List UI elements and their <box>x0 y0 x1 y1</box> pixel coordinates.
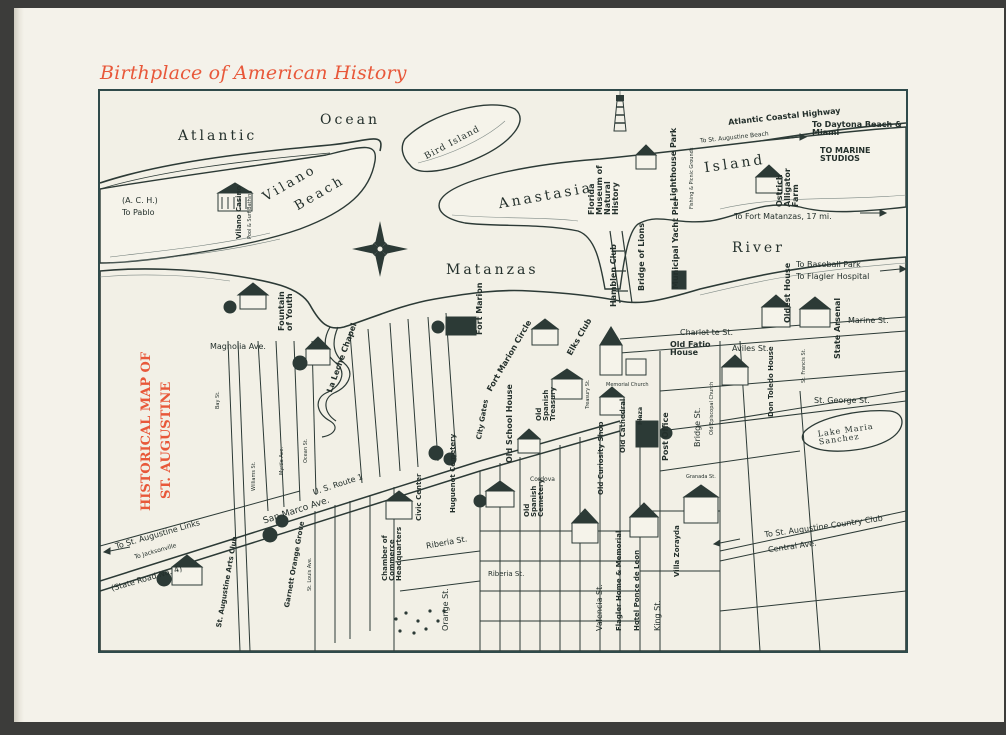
compass-rose-icon <box>352 221 408 277</box>
street-grid <box>100 312 906 651</box>
label-old-curiosity-shop: Old Curiosity Shop <box>597 421 605 495</box>
label-st-george-st: St. George St. <box>814 396 870 405</box>
label-old-episcopal-church: Old Episcopal Church <box>709 381 715 435</box>
label-don-toledo-house: Don Toledo House <box>767 346 775 417</box>
label-old-spanish-cemetery: Old Spanish Cemetery <box>523 478 545 517</box>
page-fold-shadow <box>14 8 24 722</box>
bridge-of-lions <box>609 230 633 304</box>
map-title-line2: ST. AUGUSTINE <box>159 381 174 499</box>
label-villa-zorayda: Villa Zorayda <box>673 525 681 577</box>
grove-dots <box>394 609 446 635</box>
page-heading: Birthplace of American History <box>100 62 407 84</box>
label-river: River <box>732 240 785 256</box>
label-florida-museum: Florida Museum of Natural History <box>587 165 620 215</box>
label-atlantic: Atlantic <box>178 128 258 144</box>
lighthouse-icon <box>613 91 627 132</box>
label-williams-st: Williams St. <box>251 461 257 491</box>
label-charlotte-st: Charlot te St. <box>680 328 734 337</box>
label-to-baseball-park: To Baseball Park <box>796 260 861 269</box>
label-valencia-st: Valencia St. <box>595 584 604 631</box>
label-oldest-house: Oldest House <box>783 262 792 323</box>
label-huguenot-cemetery: Huguenot Cemetery <box>449 433 457 513</box>
label-treasury-st: Treasury St. <box>585 379 591 409</box>
label-orange-st: Orange St. <box>441 588 450 631</box>
label-st-francis-st: St. Francis St. <box>801 348 807 383</box>
label-to-marine-studios: TO MARINE STUDIOS <box>820 146 871 163</box>
label-granada-st: Granada St. <box>686 474 716 480</box>
map-drawing <box>100 91 906 651</box>
label-hamblen-club: Hamblen Club <box>609 244 618 307</box>
label-ocean: Ocean <box>320 112 380 128</box>
label-flagler-memorial: Flagler Home & Memorial <box>615 530 623 631</box>
direction-arrows <box>102 133 906 555</box>
label-bay-st: Bay St. <box>215 391 221 409</box>
lake-maria-sanchez <box>801 410 903 452</box>
label-old-school-house: Old School House <box>505 384 514 463</box>
label-plaza: Plaza <box>637 406 644 425</box>
label-aviles-st: Aviles St. <box>732 344 769 353</box>
label-bridge-of-lions: Bridge of Lions <box>637 222 646 291</box>
label-ponce-park: Fishing & Picnic Grounds <box>689 147 695 209</box>
label-ocean-st: Ocean St. <box>303 438 309 463</box>
label-memorial-church: Memorial Church <box>606 382 649 388</box>
label-state-arsenal: State Arsenal <box>833 297 842 359</box>
historical-map: HISTORICAL MAP OF ST. AUGUSTINE Atlantic… <box>98 89 908 653</box>
label-old-fatio-house: Old Fatio House <box>670 340 711 357</box>
label-old-cathedral: Old Cathedral <box>619 398 627 453</box>
label-to-flagler-hospital: To Flagler Hospital <box>796 272 870 281</box>
label-matanzas: Matanzas <box>446 262 539 278</box>
label-post-office: Post Office <box>661 412 670 461</box>
label-chamber-of-commerce: Chamber of Commerce Headquarters <box>381 526 403 581</box>
label-old-spanish-treasury: Old Spanish Treasury <box>535 386 557 421</box>
label-alligator-farm: Ostrich Alligator Farm <box>775 168 800 207</box>
label-pool-bathing: Pool & Surf Bathing <box>247 190 253 239</box>
label-hotel-ponce-de-leon: Hotel Ponce de Leon <box>633 549 641 631</box>
label-riberia-st-2: Riberia St. <box>488 570 525 578</box>
label-civic-center: Civic Center <box>415 473 423 522</box>
label-marine-st: Marine St. <box>848 316 889 325</box>
label-to-fort-matanzas: To Fort Matanzas, 17 mi. <box>734 212 832 221</box>
label-magnolia-ave: Magnolia Ave. <box>210 342 266 351</box>
label-bridge-st: Bridge St. <box>693 407 702 447</box>
bird-island-land <box>401 104 521 173</box>
anastasia-island-land <box>438 126 906 290</box>
label-to-pablo: To Pablo <box>122 208 155 217</box>
label-fort-marion: Fort Marion <box>475 282 484 335</box>
label-st-louis-ave: St. Louis Ave. <box>307 557 313 591</box>
label-king-st: King St. <box>653 600 662 631</box>
label-myrtle-ave: Myrtle Ave. <box>279 446 285 475</box>
label-lighthouse-park: Lighthouse Park <box>669 127 678 201</box>
landmark-sketches <box>156 144 832 587</box>
label-fountain-of-youth: Fountain of Youth <box>277 291 294 331</box>
label-yacht-pier: Municipal Yacht Pier <box>671 197 680 289</box>
label-vilano-casino: Vilano Casino <box>235 185 243 239</box>
label-cordova-st: Cordova <box>530 476 555 483</box>
map-title-line1: HISTORICAL MAP OF <box>139 351 154 511</box>
label-ach: (A. C. H.) <box>122 196 158 205</box>
label-to-daytona: To Daytona Beach & Miami <box>812 120 903 137</box>
